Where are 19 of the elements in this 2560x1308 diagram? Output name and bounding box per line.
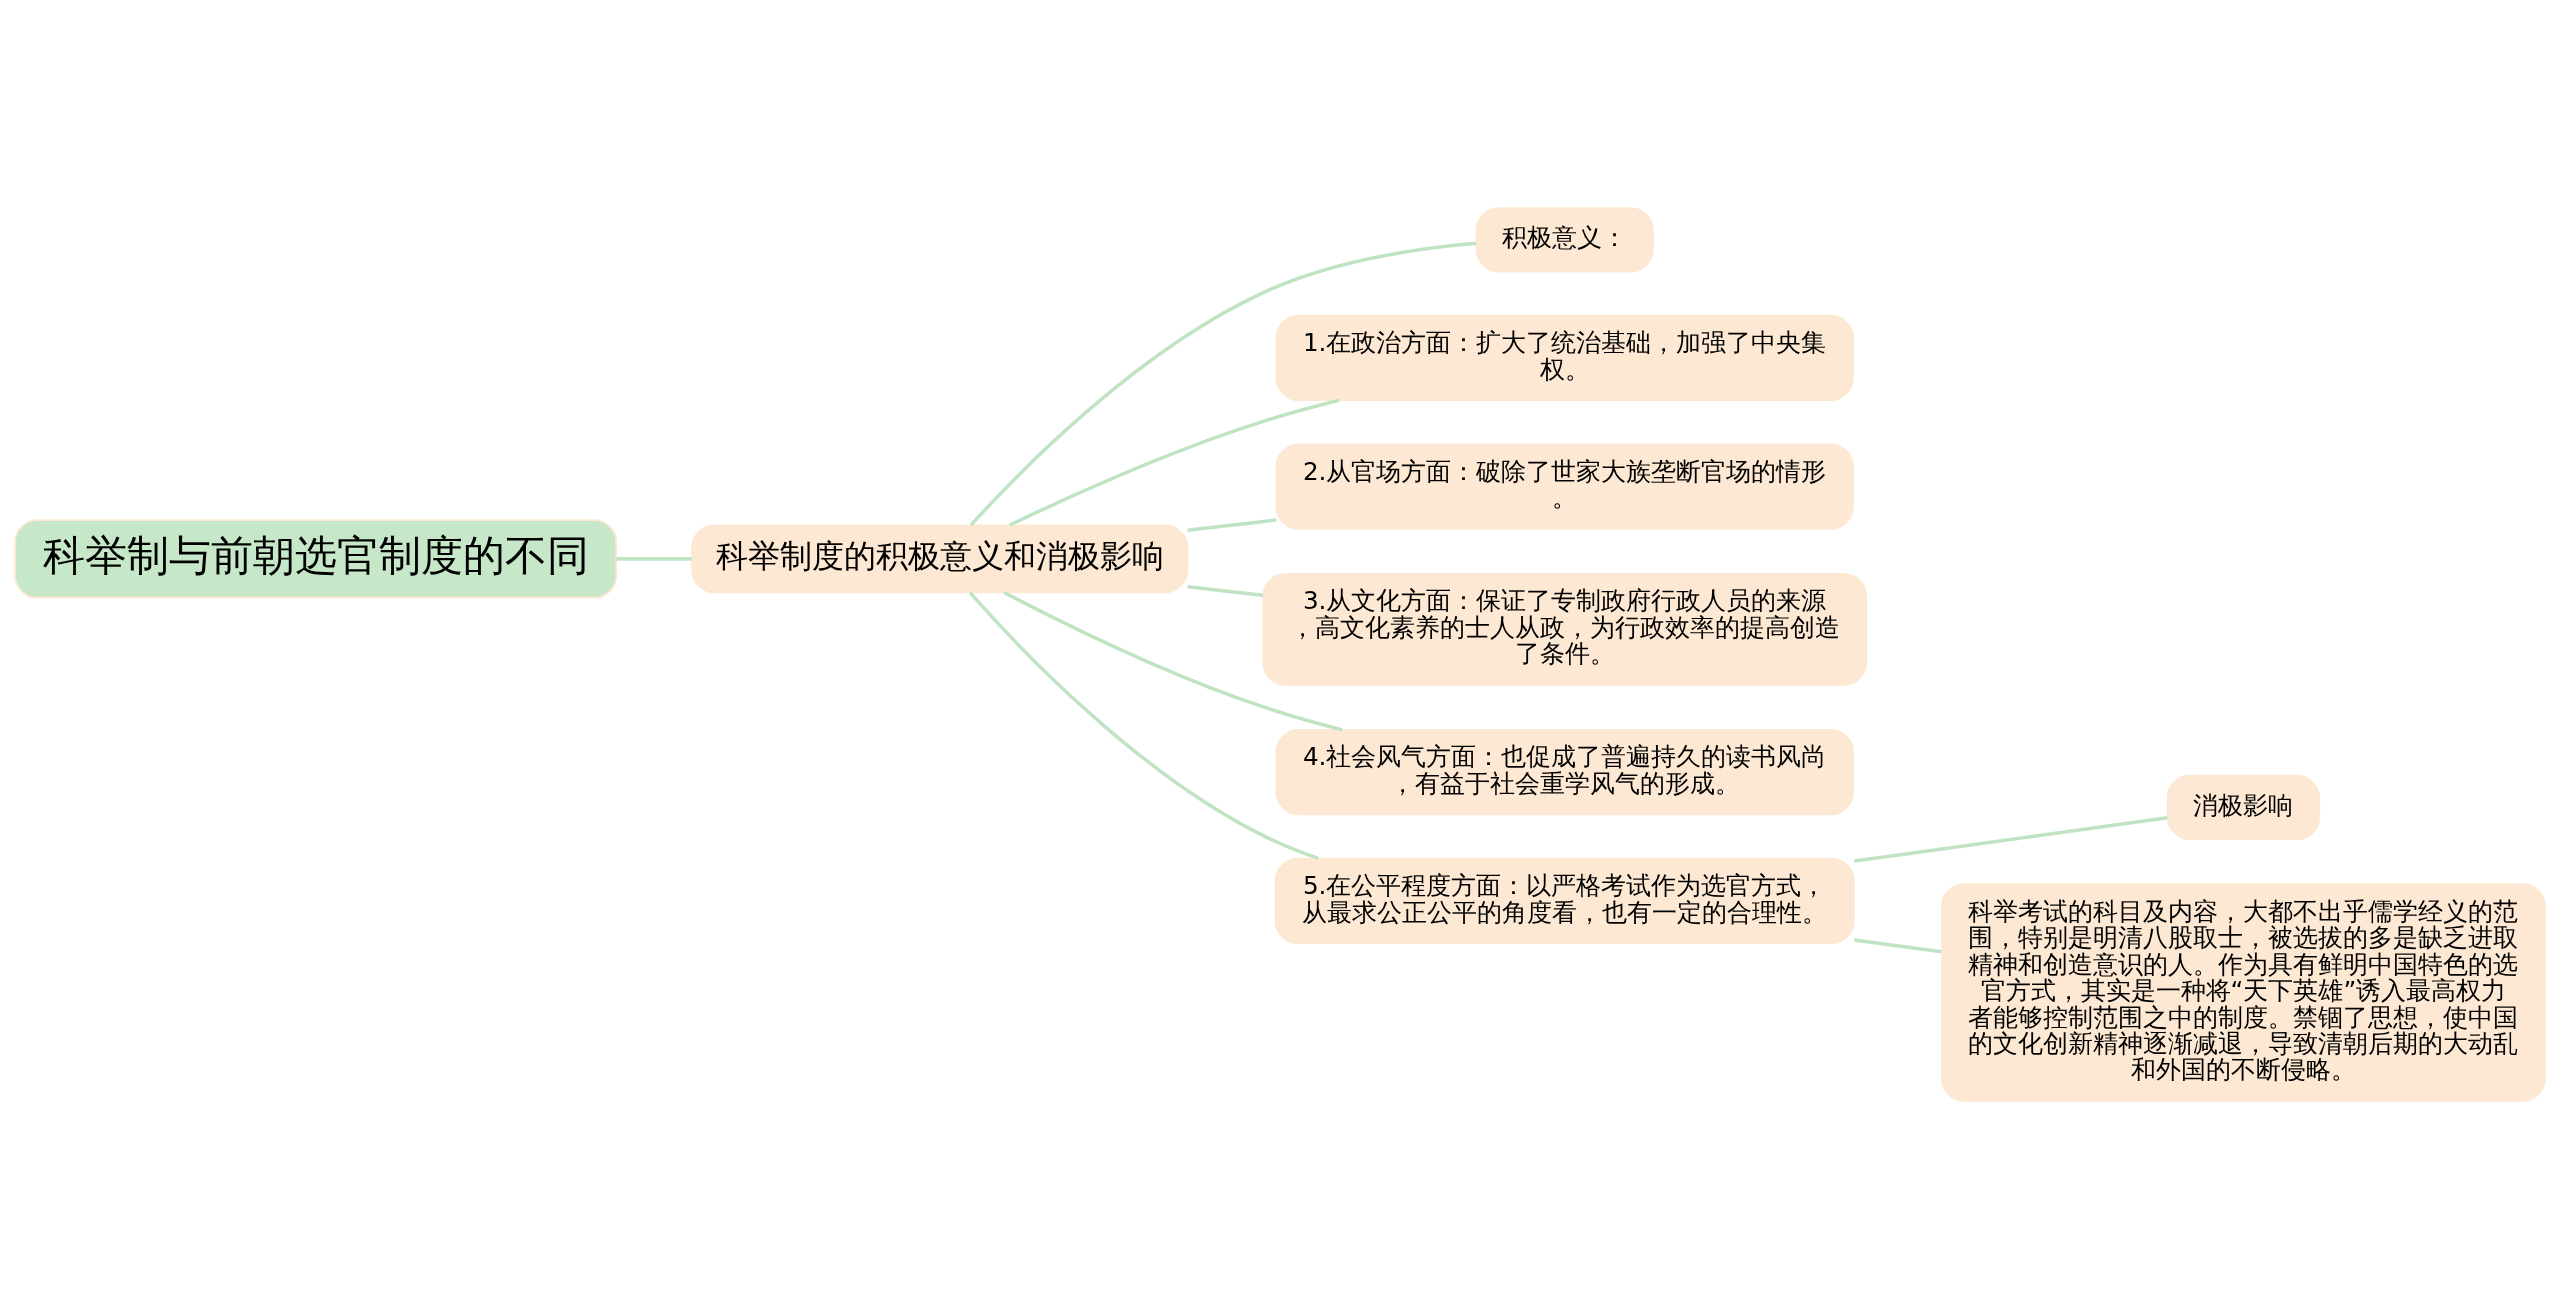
connector [1008,398,1340,527]
node-box: 消极影响 [2166,774,2321,840]
node-box: 科举制与前朝选官制度的不同 [14,518,618,599]
connector [616,556,692,561]
connector [1003,590,1343,732]
node-box: 4.社会风气方面：也促成了普遍持久的读书风尚，有益于社会重学风气的形成。 [1275,728,1854,815]
node-box: 2.从官场方面：破除了世家大族垄断官场的情形。 [1275,442,1854,530]
connector [1854,815,2168,863]
node-box: 科举考试的科目及内容，大都不出乎儒学经义的范围，特别是明清八股取士，被选拔的多是缺乏进取精神和创造意识的人。作为具有鲜明中国特色的选官方式，其实是一种将“天下英雄”诱入最高权力者能够控制范围之中的制度。禁锢了思想，使中国的文化创新精神逐渐减退，导致清朝后期的大动乱和外国的不断侵略。 [1941,882,2546,1102]
node-box: 5.在公平程度方面：以严格考试作为选官方式，从最求公正公平的角度看，也有一定的合理性。 [1274,857,1855,944]
connector [969,241,1477,526]
node-box: 积极意义： [1475,206,1654,272]
node-box: 3.从文化方面：保证了专制政府行政人员的来源，高文化素养的士人从政，为行政效率的提高创造了条件。 [1262,572,1868,686]
connector [1187,584,1264,597]
node-box: 科举制度的积极意义和消极影响 [691,524,1189,593]
node-box: 1.在政治方面：扩大了统治基础，加强了中央集权。 [1275,314,1854,401]
connector [1187,517,1277,532]
connector [1854,937,1942,953]
connector [968,590,1319,860]
